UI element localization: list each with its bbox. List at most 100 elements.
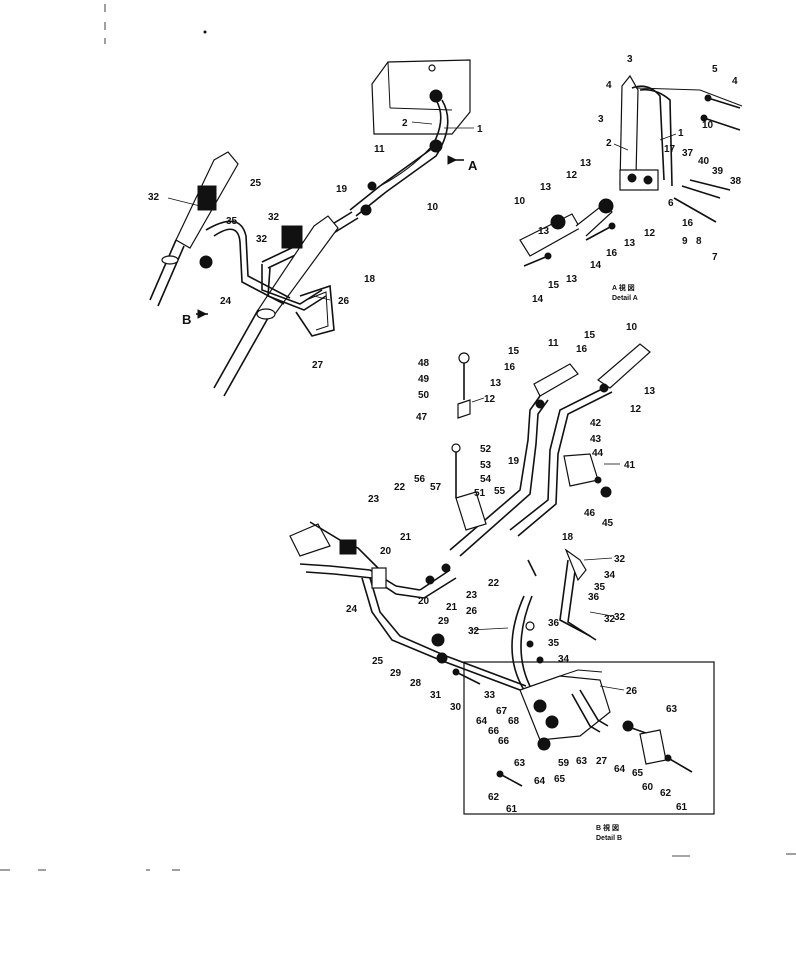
detail-b-caption-en: Detail B bbox=[596, 835, 622, 842]
label-23: 23 bbox=[368, 494, 380, 505]
label-20: 20 bbox=[380, 546, 392, 557]
overview-assembly bbox=[149, 59, 471, 397]
label-13: 13 bbox=[580, 158, 592, 169]
label-13: 13 bbox=[538, 226, 550, 237]
label-26: 26 bbox=[466, 606, 478, 617]
label-25: 25 bbox=[372, 656, 384, 667]
label-14: 14 bbox=[532, 294, 544, 305]
label-26: 26 bbox=[338, 296, 350, 307]
label-48: 48 bbox=[418, 358, 430, 369]
label-21: 21 bbox=[400, 532, 412, 543]
label-10: 10 bbox=[427, 202, 439, 213]
label-18: 18 bbox=[562, 532, 574, 543]
label-59: 59 bbox=[558, 758, 570, 769]
label-32: 32 bbox=[256, 234, 268, 245]
label-62: 62 bbox=[488, 792, 500, 803]
label-67: 67 bbox=[496, 706, 508, 717]
label-4: 4 bbox=[732, 76, 738, 87]
label-66: 66 bbox=[488, 726, 500, 737]
label-16: 16 bbox=[682, 218, 694, 229]
label-55: 55 bbox=[494, 486, 506, 497]
label-16: 16 bbox=[576, 344, 588, 355]
label-65: 65 bbox=[632, 768, 644, 779]
label-5: 10 bbox=[702, 120, 714, 131]
label-27: 27 bbox=[312, 360, 324, 371]
label-8: 8 bbox=[696, 236, 702, 247]
label-13: 13 bbox=[566, 274, 578, 285]
label-15: 15 bbox=[548, 280, 560, 291]
label-32: 32 bbox=[268, 212, 280, 223]
label-63: 63 bbox=[666, 704, 678, 715]
label-13: 13 bbox=[644, 386, 656, 397]
label-10: 10 bbox=[626, 322, 638, 333]
label-53: 53 bbox=[480, 460, 492, 471]
label-22: 22 bbox=[394, 482, 406, 493]
label-63: 63 bbox=[514, 758, 526, 769]
label-13: 13 bbox=[490, 378, 502, 389]
label-49: 49 bbox=[418, 374, 430, 385]
detail-b-frame bbox=[463, 661, 715, 815]
arrow-a-label: A bbox=[468, 158, 478, 173]
label-16: 16 bbox=[504, 362, 516, 373]
label-65: 65 bbox=[554, 774, 566, 785]
label-17: 17 bbox=[664, 144, 676, 155]
label-42: 42 bbox=[590, 418, 602, 429]
label-38: 38 bbox=[730, 176, 742, 187]
label-61: 61 bbox=[506, 804, 518, 815]
detail-b-caption: B 視 図 bbox=[596, 823, 619, 832]
label-3: 3 bbox=[627, 54, 633, 65]
label-16: 16 bbox=[606, 248, 618, 259]
label-40: 40 bbox=[698, 156, 710, 167]
label-13: 13 bbox=[624, 238, 636, 249]
label-36: 36 bbox=[548, 618, 560, 629]
label-32: 32 bbox=[614, 612, 626, 623]
label-9: 9 bbox=[682, 236, 688, 247]
label-45: 45 bbox=[602, 518, 614, 529]
label-22: 22 bbox=[488, 578, 500, 589]
label-35: 35 bbox=[548, 638, 560, 649]
label-32: 32 bbox=[148, 192, 160, 203]
label-46: 46 bbox=[584, 508, 596, 519]
label-15: 15 bbox=[508, 346, 520, 357]
label-2: 2 bbox=[606, 138, 612, 149]
label-3: 3 bbox=[598, 114, 604, 125]
part-number-labels: 1 2 10 11 18 19 24 25 26 27 32 32 32 35 … bbox=[148, 54, 742, 842]
label-64: 64 bbox=[476, 716, 488, 727]
label-32: 32 bbox=[604, 614, 616, 625]
label-63: 63 bbox=[576, 756, 588, 767]
label-14: 14 bbox=[590, 260, 602, 271]
label-12: 12 bbox=[630, 404, 642, 415]
label-36: 36 bbox=[588, 592, 600, 603]
label-12: 12 bbox=[484, 394, 496, 405]
label-44: 44 bbox=[592, 448, 604, 459]
label-29: 29 bbox=[438, 616, 450, 627]
label-10: 10 bbox=[514, 196, 526, 207]
label-24: 24 bbox=[220, 296, 232, 307]
label-19: 19 bbox=[336, 184, 348, 195]
label-35: 35 bbox=[226, 216, 238, 227]
label-6: 6 bbox=[668, 198, 674, 209]
label-61: 61 bbox=[676, 802, 688, 813]
label-37: 37 bbox=[682, 148, 694, 159]
label-11: 11 bbox=[374, 144, 385, 155]
label-28: 28 bbox=[410, 678, 422, 689]
label-51: 51 bbox=[474, 488, 486, 499]
label-68: 68 bbox=[508, 716, 520, 727]
label-13: 13 bbox=[540, 182, 552, 193]
label-32: 32 bbox=[468, 626, 480, 637]
label-60: 60 bbox=[642, 782, 654, 793]
label-26: 26 bbox=[626, 686, 638, 697]
label-43: 43 bbox=[590, 434, 602, 445]
label-4: 4 bbox=[606, 80, 612, 91]
detail-a-caption: A 視 図 bbox=[612, 283, 635, 292]
label-27: 27 bbox=[596, 756, 608, 767]
label-57: 57 bbox=[430, 482, 442, 493]
label-1: 1 bbox=[477, 124, 483, 135]
label-21: 21 bbox=[446, 602, 458, 613]
label-18: 18 bbox=[364, 274, 376, 285]
label-47: 47 bbox=[416, 412, 428, 423]
label-12: 12 bbox=[566, 170, 578, 181]
label-35: 35 bbox=[594, 582, 606, 593]
